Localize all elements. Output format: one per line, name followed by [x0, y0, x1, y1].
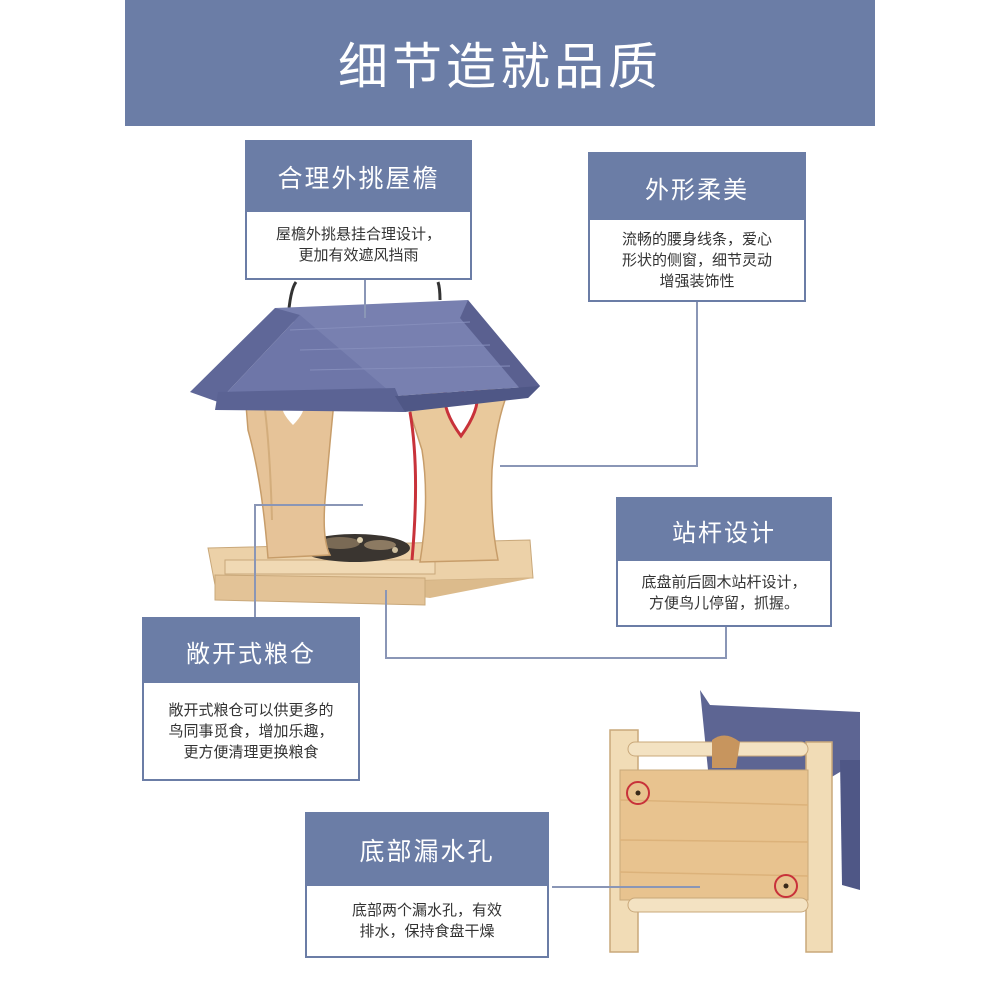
callout-shape-body: 流畅的腰身线条，爱心 形状的侧窗，细节灵动 增强装饰性: [590, 220, 804, 300]
callout-eaves-body: 屋檐外挑悬挂合理设计， 更加有效遮风挡雨: [247, 212, 470, 278]
left-wall: [244, 391, 336, 559]
callout-granary-body: 敞开式粮仓可以供更多的 鸟同事觅食，增加乐趣， 更方便清理更换粮食: [144, 683, 358, 779]
drain-hole-marker-1: [626, 781, 650, 805]
callout-perch: 站杆设计 底盘前后圆木站杆设计， 方便鸟儿停留，抓握。: [616, 497, 832, 627]
callout-drain-title: 底部漏水孔: [307, 814, 547, 886]
drain-closeup: [609, 690, 860, 953]
callout-shape-line-2: 形状的侧窗，细节灵动: [621, 250, 772, 269]
page-title: 细节造就品质: [338, 38, 662, 96]
callout-drain: 底部漏水孔 底部两个漏水孔，有效 排水，保持食盘干燥: [305, 812, 549, 958]
callout-eaves-line-2: 更加有效遮风挡雨: [298, 246, 419, 264]
callout-perch-title: 站杆设计: [618, 499, 830, 561]
callout-eaves: 合理外挑屋檐 屋檐外挑悬挂合理设计， 更加有效遮风挡雨: [245, 140, 472, 280]
callout-perch-line-2: 方便鸟儿停留，抓握。: [648, 594, 799, 612]
callout-granary: 敞开式粮仓 敞开式粮仓可以供更多的 鸟同事觅食，增加乐趣， 更方便清理更换粮食: [142, 617, 360, 781]
callout-eaves-line-1: 屋檐外挑悬挂合理设计，: [275, 225, 441, 243]
callout-perch-body: 底盘前后圆木站杆设计， 方便鸟儿停留，抓握。: [618, 561, 830, 625]
callout-drain-line-2: 排水，保持食盘干燥: [359, 922, 495, 940]
callout-granary-line-1: 敞开式粮仓可以供更多的: [168, 700, 334, 719]
header-banner: 细节造就品质: [125, 0, 875, 126]
edge-trim: [408, 411, 418, 561]
connector-lines: [254, 278, 727, 888]
callout-eaves-title: 合理外挑屋檐: [247, 142, 470, 212]
callout-granary-line-2: 鸟同事觅食，增加乐趣，: [168, 721, 334, 740]
callout-drain-body: 底部两个漏水孔，有效 排水，保持食盘干燥: [307, 886, 547, 956]
callout-shape-title: 外形柔美: [590, 154, 804, 220]
callout-granary-title: 敞开式粮仓: [144, 619, 358, 683]
callout-drain-line-1: 底部两个漏水孔，有效: [351, 901, 502, 919]
callout-shape-line-3: 增强装饰性: [659, 271, 735, 290]
callout-shape-line-1: 流畅的腰身线条，爱心: [621, 229, 772, 248]
callout-shape: 外形柔美 流畅的腰身线条，爱心 形状的侧窗，细节灵动 增强装饰性: [588, 152, 806, 302]
drain-hole-marker-2: [774, 874, 798, 898]
callout-perch-line-1: 底盘前后圆木站杆设计，: [641, 573, 807, 591]
hanging-wire-right: [436, 281, 442, 301]
callout-granary-line-3: 更方便清理更换粮食: [183, 742, 319, 761]
roof: [190, 300, 540, 412]
